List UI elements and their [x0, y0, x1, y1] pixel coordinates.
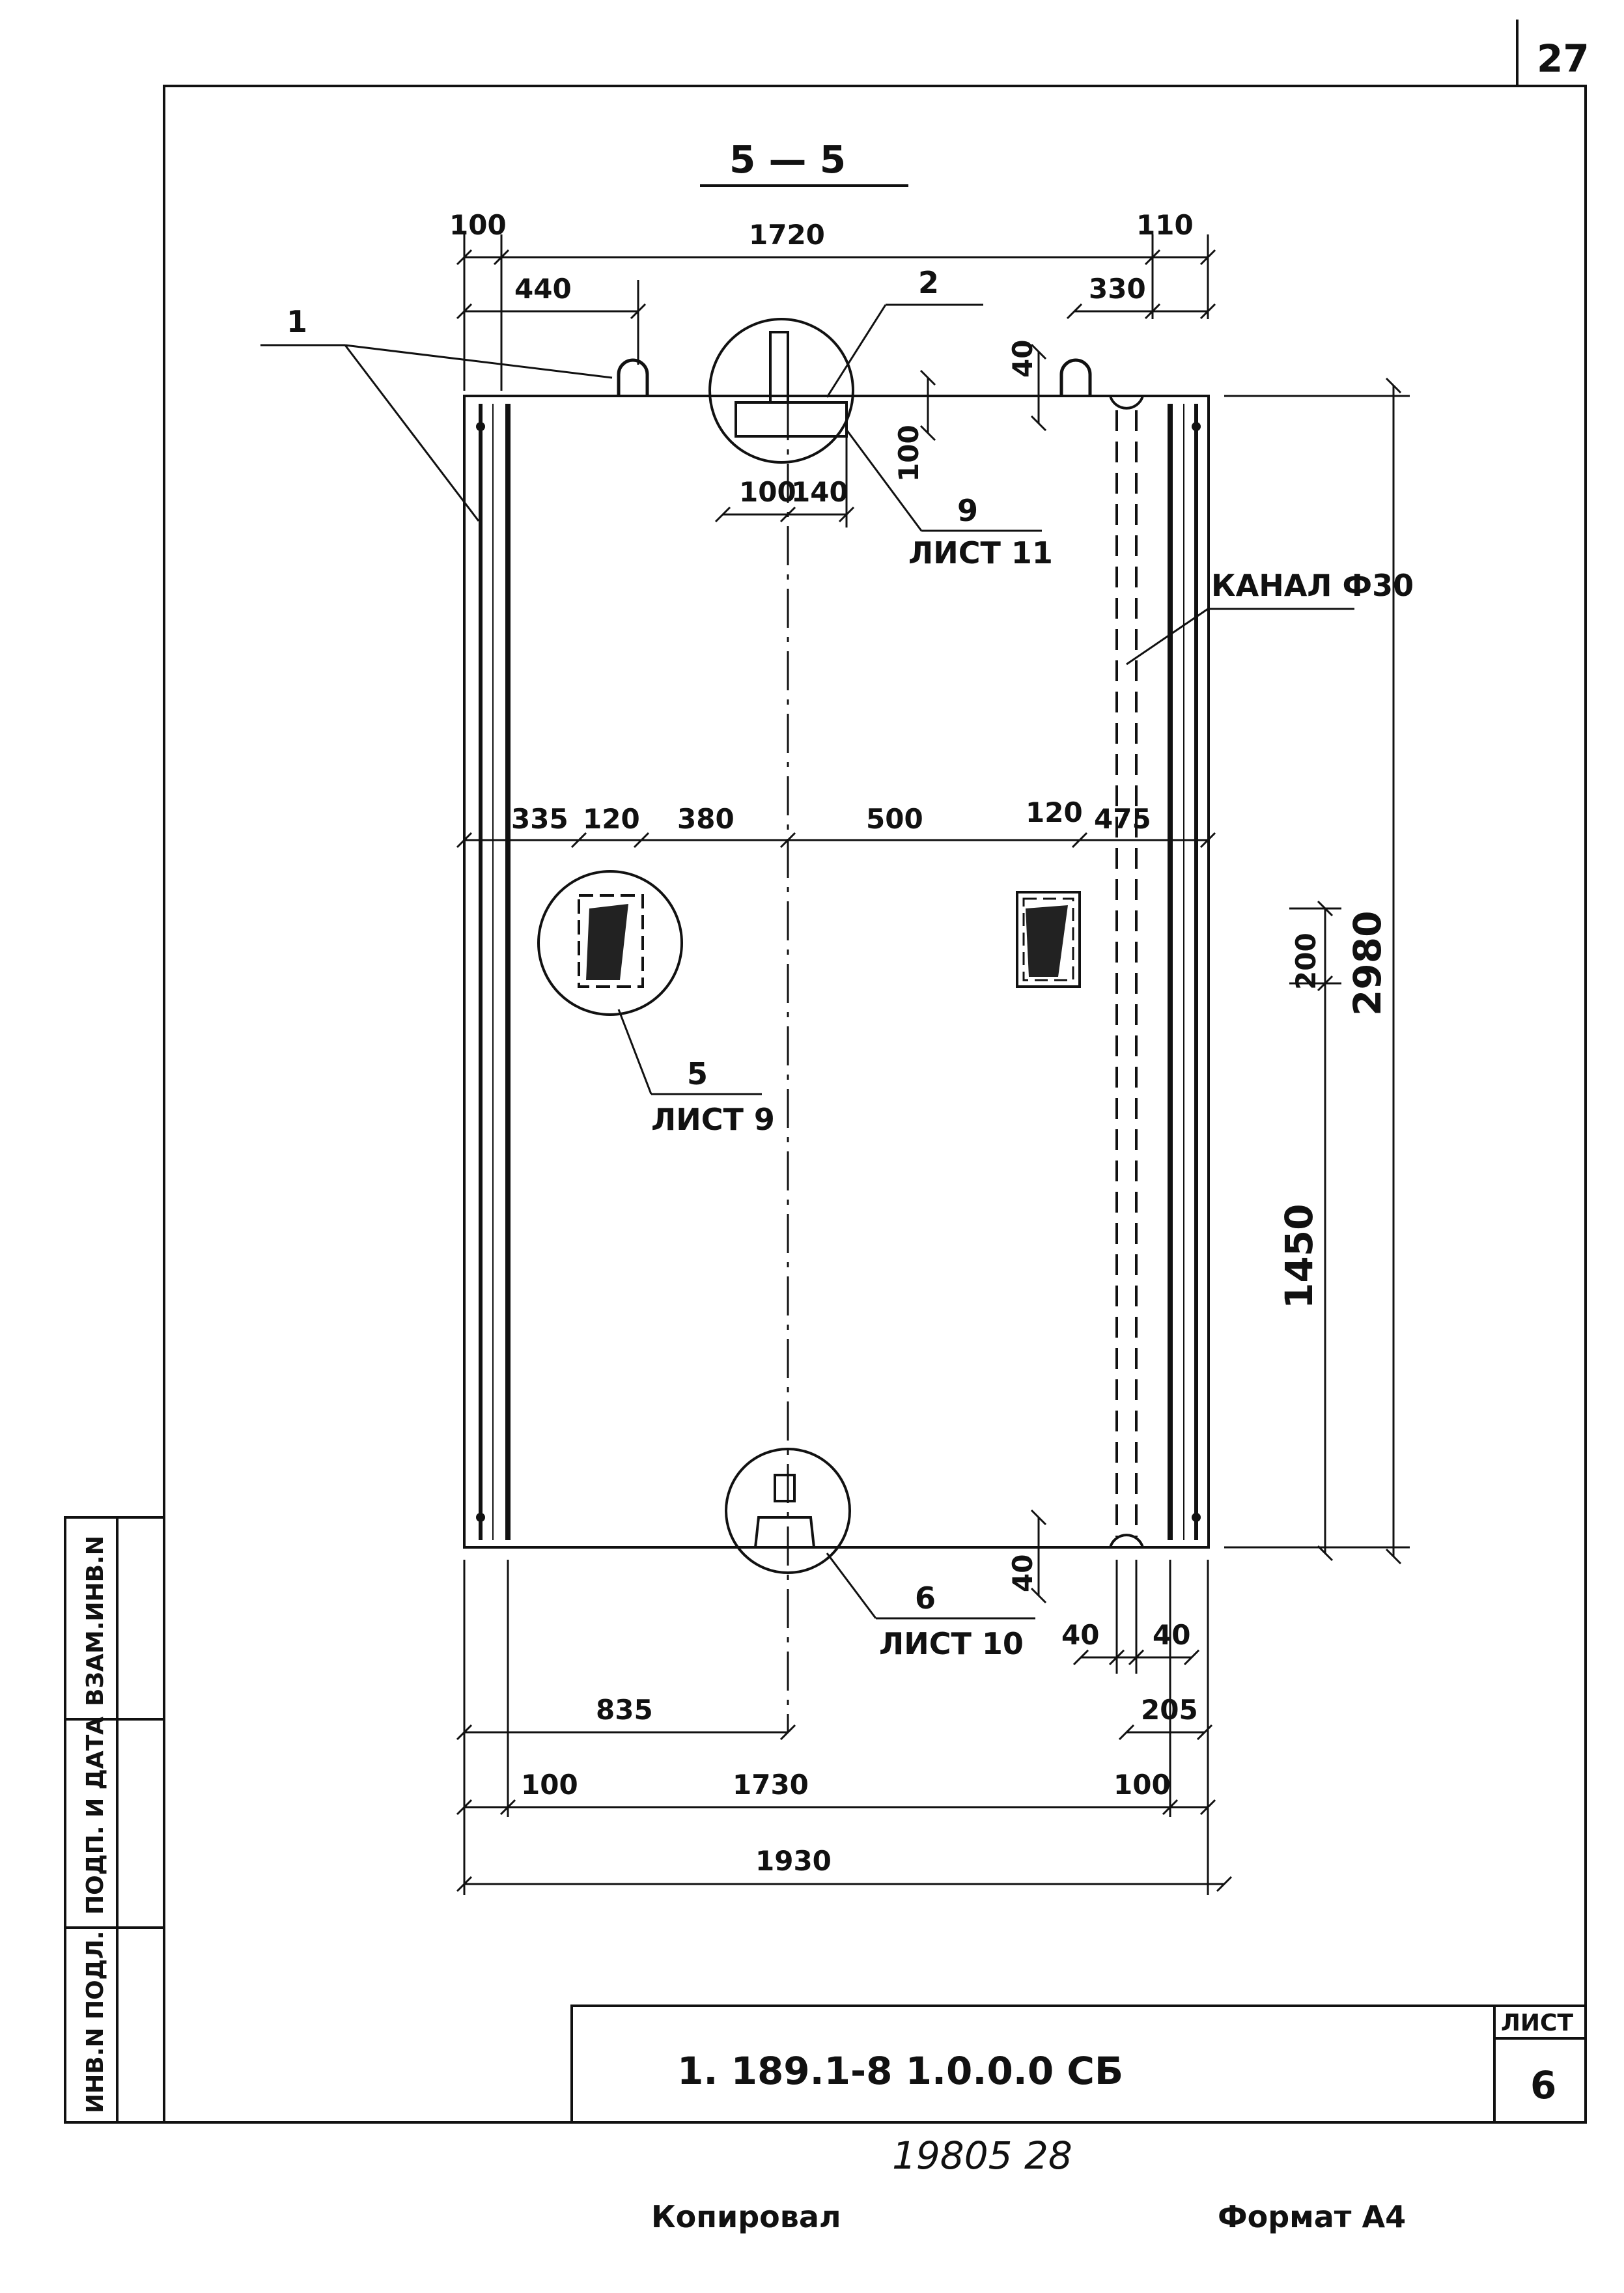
- dim-small-100: 100: [739, 476, 796, 508]
- callout-detail-6-sheet: ЛИСТ 10: [879, 1626, 1024, 1661]
- side-stamp-cell-2: ПОДП. И ДАТА: [82, 1717, 109, 1915]
- dim-bot-205: 205: [1141, 1694, 1198, 1726]
- dim-top-440: 440: [514, 273, 572, 305]
- dim-bot-40b: 40: [1061, 1619, 1099, 1651]
- callout-item-1: 1: [287, 304, 307, 339]
- embedded-part-top: [708, 318, 854, 464]
- callout-item-2: 2: [918, 265, 939, 300]
- title-block-designation: 1. 189.1-8 1.0.0.0 СБ: [677, 2049, 1123, 2093]
- dim-right-2980: 2980: [1345, 911, 1390, 1016]
- callout-detail-9-num: 9: [957, 493, 978, 528]
- dim-mid-120b: 120: [1026, 796, 1083, 828]
- title-block-sheet-value: 6: [1530, 2063, 1556, 2107]
- dim-bot-40a: 40: [1007, 1554, 1039, 1592]
- dim-small-100b: 100: [893, 425, 925, 482]
- opening-left: [537, 870, 683, 1016]
- channel-dashed-lines: [1115, 410, 1138, 1537]
- footer-format: Формат А4: [1218, 2199, 1406, 2234]
- dim-top-110: 110: [1136, 209, 1194, 241]
- sheet-number: 27: [1537, 36, 1589, 81]
- dim-mid-500: 500: [866, 803, 923, 835]
- side-stamp-cell-3: ИНВ.N ПОДЛ.: [82, 1931, 109, 2113]
- callout-texts: 1 2 9 ЛИСТ 11 КАНАЛ Ф30 5 ЛИСТ 9 6 ЛИСТ …: [287, 265, 1414, 1661]
- dim-bot-40c: 40: [1153, 1619, 1190, 1651]
- title-block: [570, 2005, 1587, 2124]
- dimension-texts: 100 1720 110 440 330 40 100 140 100 335 …: [449, 209, 1390, 1877]
- callout-detail-6-num: 6: [915, 1581, 936, 1616]
- opening-right: [1016, 891, 1081, 988]
- channel-notch-top: [1109, 395, 1144, 410]
- dim-mid-380: 380: [677, 803, 735, 835]
- dim-bot-1930: 1930: [755, 1845, 832, 1877]
- dim-top-40: 40: [1007, 340, 1039, 378]
- dim-bot-835: 835: [596, 1694, 653, 1726]
- lifting-loop-left: [617, 358, 649, 396]
- callout-channel: КАНАЛ Ф30: [1211, 568, 1414, 603]
- title-block-sheet-label: ЛИСТ: [1501, 2010, 1573, 2036]
- dim-top-1720: 1720: [749, 219, 825, 251]
- dim-bot-1730: 1730: [733, 1769, 809, 1801]
- dim-bot-100b: 100: [1113, 1769, 1171, 1801]
- callout-detail-5-num: 5: [687, 1056, 708, 1091]
- callout-detail-5-sheet: ЛИСТ 9: [651, 1102, 775, 1137]
- dim-mid-335: 335: [511, 803, 568, 835]
- dim-right-1450: 1450: [1277, 1204, 1321, 1309]
- side-stamp-cell-1: ВЗАМ.ИНВ.N: [82, 1536, 109, 1706]
- dim-top-330: 330: [1089, 273, 1146, 305]
- panel-outline: [463, 395, 1210, 1549]
- callout-detail-9-sheet: ЛИСТ 11: [908, 535, 1053, 570]
- callout-leaders: [260, 303, 1354, 1620]
- dim-bot-100a: 100: [521, 1769, 578, 1801]
- embedded-part-bottom: [725, 1448, 851, 1574]
- footer-handwritten-number: 19805 28: [892, 2133, 1072, 2178]
- dim-mid-475: 475: [1094, 803, 1151, 835]
- dim-right-200: 200: [1290, 933, 1322, 990]
- dim-small-140: 140: [791, 476, 848, 508]
- lifting-loop-right: [1059, 358, 1092, 396]
- channel-notch-bottom: [1109, 1534, 1144, 1548]
- dim-top-100: 100: [449, 209, 507, 241]
- section-title: 5 — 5: [729, 137, 846, 182]
- dim-mid-120a: 120: [583, 803, 640, 835]
- dimension-lines: [456, 234, 1410, 1895]
- side-stamp: [64, 1516, 165, 2124]
- panel-bolts: [476, 422, 1201, 1522]
- footer-copied: Копировал: [651, 2199, 841, 2234]
